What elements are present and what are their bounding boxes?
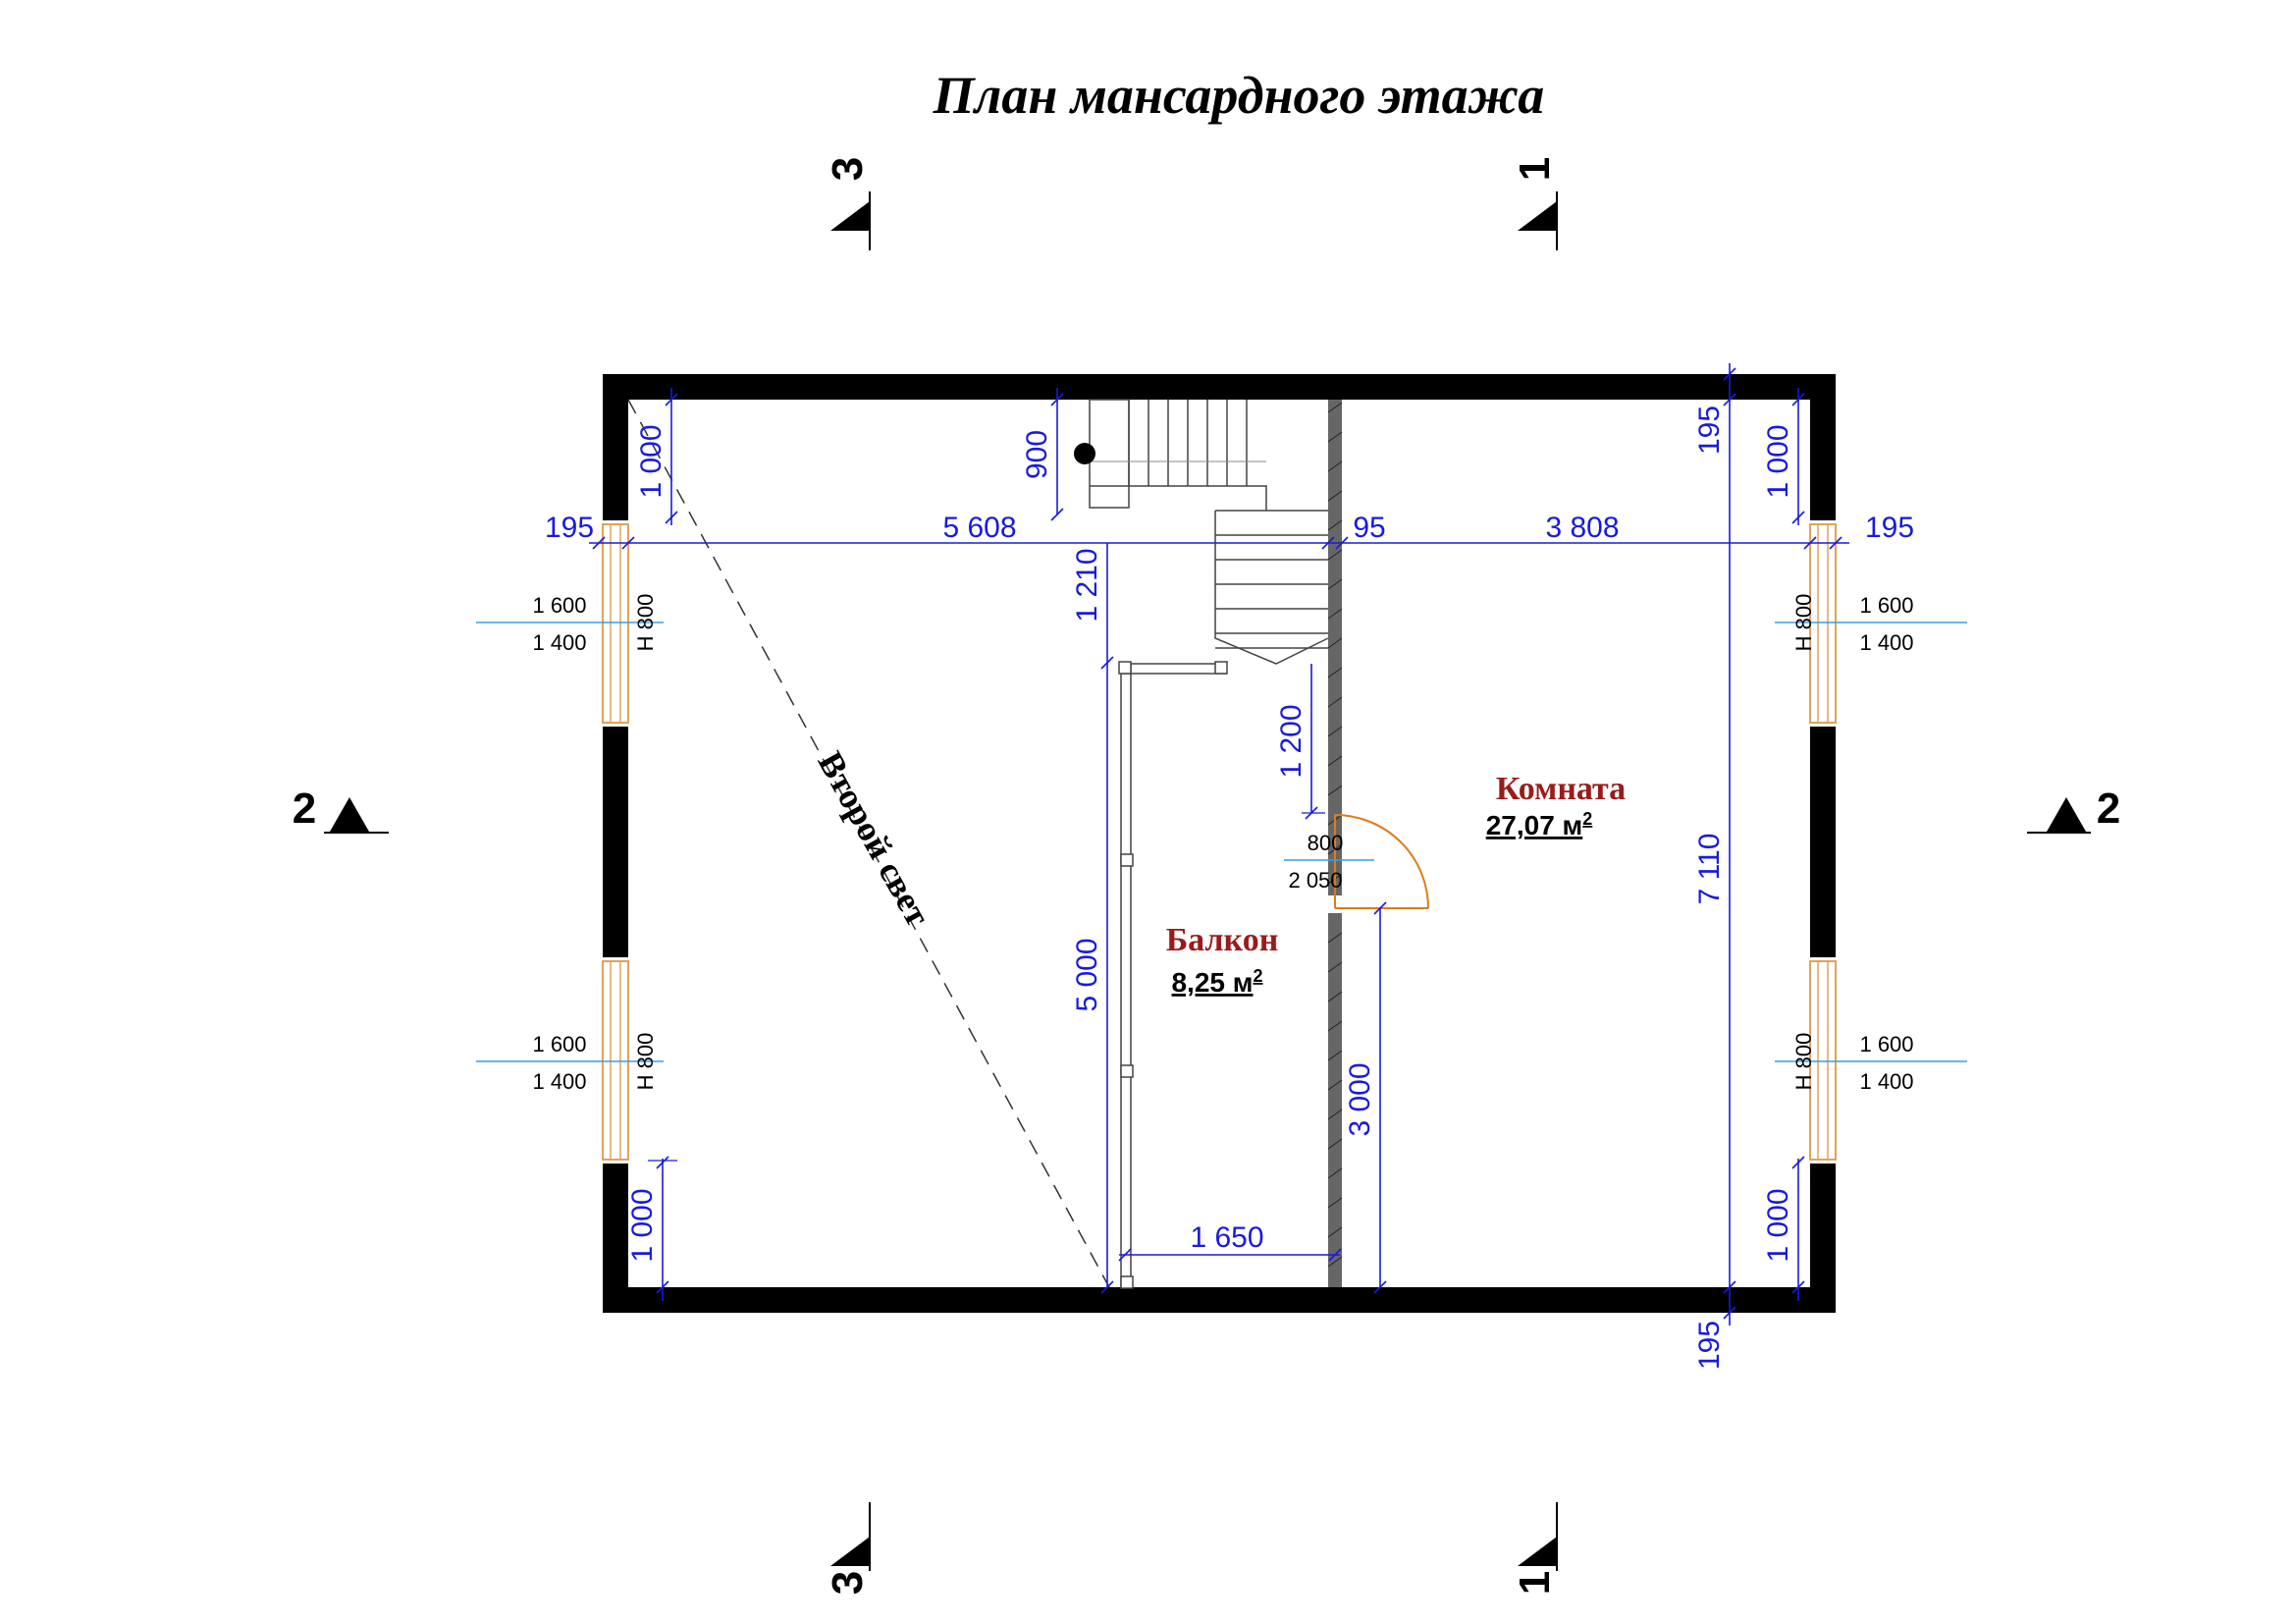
svg-text:1: 1 xyxy=(1511,157,1559,181)
exterior-walls xyxy=(603,374,1836,1313)
window-tag-left-lower: 1 600 1 400 Н 800 xyxy=(476,1032,664,1094)
door-swing xyxy=(1334,814,1429,909)
svg-text:2: 2 xyxy=(293,785,316,833)
section-mark-2-left: 2 xyxy=(293,785,389,834)
dim-door-1200: 1 200 xyxy=(1275,704,1308,778)
window-sill: Н 800 xyxy=(1791,594,1816,652)
dim-total-7110: 7 110 xyxy=(1693,834,1726,905)
dim-wall-left: 195 xyxy=(545,512,594,544)
door-width: 800 xyxy=(1308,831,1344,855)
plan-title: План мансардного этажа xyxy=(933,66,1545,125)
dim-door-3000: 3 000 xyxy=(1344,1062,1376,1136)
dim-wall-right: 195 xyxy=(1865,512,1914,544)
dim-balcony-5000: 5 000 xyxy=(1071,938,1103,1011)
dim-right-bottom-1000: 1 000 xyxy=(1762,1188,1794,1262)
window-tag-right-lower: 1 600 1 400 Н 800 xyxy=(1775,1032,1967,1094)
section-mark-1-bottom: 1 xyxy=(1511,1502,1559,1595)
horizontal-dimension-chain xyxy=(589,536,1849,550)
svg-text:1: 1 xyxy=(1511,1571,1559,1595)
window-tag-left-upper: 1 600 1 400 Н 800 xyxy=(476,593,664,655)
door-height: 2 050 xyxy=(1288,868,1342,893)
balcony-railing xyxy=(1118,661,1228,1289)
window-width-top: 1 600 xyxy=(532,593,586,618)
stair-start-marker xyxy=(1074,443,1095,464)
room-name-balcony: Балкон xyxy=(1166,922,1279,958)
window-width-top: 1 600 xyxy=(532,1032,586,1056)
room-name-room: Комната xyxy=(1496,771,1626,807)
window-sill: Н 800 xyxy=(633,594,658,652)
dim-wall-bottom: 195 xyxy=(1693,1321,1726,1370)
window-width-top: 1 600 xyxy=(1859,1032,1913,1056)
section-mark-2-right: 2 xyxy=(2027,785,2120,834)
second-light-label: Второй свет xyxy=(810,745,937,933)
dim-left-top-1000: 1 000 xyxy=(635,424,667,498)
second-light-line xyxy=(627,399,1110,1288)
dim-stair-900: 900 xyxy=(1021,430,1053,479)
window-width-bottom: 1 400 xyxy=(1859,1069,1913,1094)
room-area-room: 27,07 м2 xyxy=(1486,809,1593,840)
window-tag-right-upper: 1 600 1 400 Н 800 xyxy=(1775,593,1967,655)
window-sill: Н 800 xyxy=(1791,1033,1816,1091)
windows-right xyxy=(1806,520,1840,1164)
staircase xyxy=(1089,399,1329,665)
windows-left xyxy=(599,520,632,1164)
room-area-balcony: 8,25 м2 xyxy=(1171,966,1262,998)
dim-span-left: 5 608 xyxy=(942,512,1016,544)
section-mark-3-bottom: 3 xyxy=(824,1502,872,1595)
svg-text:2: 2 xyxy=(2097,785,2120,833)
window-width-top: 1 600 xyxy=(1859,593,1913,618)
dim-right-top-1000: 1 000 xyxy=(1762,424,1794,498)
dim-stair-1210: 1 210 xyxy=(1071,548,1103,622)
dim-left-bottom-1000: 1 000 xyxy=(626,1188,659,1262)
dim-door-verticals xyxy=(1302,664,1387,1294)
dim-balcony-width xyxy=(1118,1248,1342,1262)
dim-balcony-1650: 1 650 xyxy=(1190,1221,1263,1254)
window-width-bottom: 1 400 xyxy=(532,630,586,655)
dim-wall-top: 195 xyxy=(1693,406,1726,455)
window-width-bottom: 1 400 xyxy=(1859,630,1913,655)
dim-span-right: 3 808 xyxy=(1545,512,1619,544)
section-mark-3-top: 3 xyxy=(824,157,872,250)
window-sill: Н 800 xyxy=(633,1033,658,1091)
dim-left-verticals xyxy=(648,388,678,1301)
dim-right-verticals xyxy=(1723,363,1805,1326)
svg-text:3: 3 xyxy=(824,157,872,181)
section-mark-1-top: 1 xyxy=(1511,157,1559,250)
dim-partition: 95 xyxy=(1353,512,1385,544)
svg-text:3: 3 xyxy=(824,1571,872,1595)
dim-stair-verticals xyxy=(1050,388,1114,1294)
window-width-bottom: 1 400 xyxy=(532,1069,586,1094)
